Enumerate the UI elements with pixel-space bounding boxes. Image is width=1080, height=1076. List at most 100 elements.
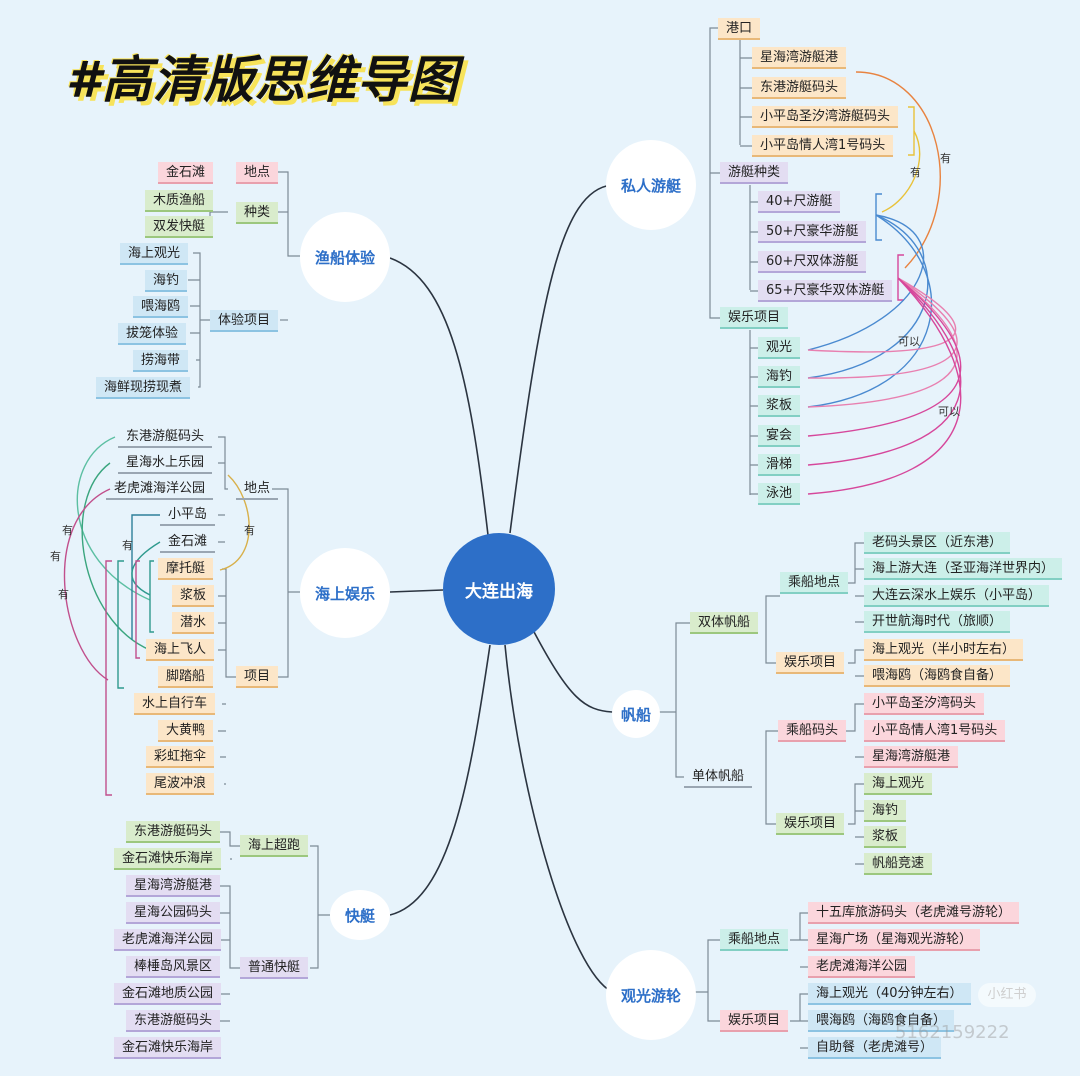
tour-fun: 喂海鸥（海鸥食自备） [808, 1010, 955, 1032]
speed-run: 东港游艇码头 [126, 821, 221, 843]
private-fun: 浆板 [758, 395, 801, 417]
ent-location: 老虎滩海洋公园 [106, 478, 214, 500]
branch-tour-cruise: 观光游轮 [606, 950, 696, 1040]
ent-location: 金石滩 [160, 531, 216, 553]
sail-cat-board: 开世航海时代（旅顺） [864, 611, 1011, 633]
sail-mono-fun: 海上观光 [864, 773, 933, 795]
sail-cat-board: 大连云深水上娱乐（小平岛） [864, 585, 1050, 607]
ent-item: 脚踏船 [158, 666, 214, 688]
relation-label: 有 [58, 588, 69, 601]
tour-board-label: 乘船地点 [720, 929, 789, 951]
private-fun: 海钓 [758, 366, 801, 388]
relation-label: 有 [244, 524, 255, 537]
private-fun: 滑梯 [758, 454, 801, 476]
relation-label: 有 [940, 152, 951, 165]
speed-normal-label: 普通快艇 [240, 957, 309, 979]
branch-entertainment: 海上娱乐 [300, 548, 390, 638]
tour-board: 星海广场（星海观光游轮） [808, 929, 981, 951]
ent-item: 摩托艇 [158, 558, 214, 580]
speed-normal: 星海湾游艇港 [126, 875, 221, 897]
speed-normal: 金石滩地质公园 [114, 983, 222, 1005]
private-fun: 泳池 [758, 483, 801, 505]
speed-run-label: 海上超跑 [240, 835, 309, 857]
fishing-location-label: 地点 [236, 162, 279, 184]
private-port-label: 港口 [718, 18, 761, 40]
fishing-activity-label: 体验项目 [210, 310, 279, 332]
fishing-activity: 海上观光 [120, 243, 189, 265]
fishing-activity: 海鲜现捞现煮 [96, 377, 191, 399]
ent-item: 大黄鸭 [158, 720, 214, 742]
private-port: 星海湾游艇港 [752, 47, 847, 69]
fishing-activity: 海钓 [145, 270, 188, 292]
speed-normal: 老虎滩海洋公园 [114, 929, 222, 951]
ent-location: 星海水上乐园 [118, 452, 213, 474]
speed-normal: 东港游艇码头 [126, 1010, 221, 1032]
sail-cat-fun: 喂海鸥（海鸥食自备） [864, 665, 1011, 687]
ent-item: 尾波冲浪 [146, 773, 215, 795]
tour-board: 十五库旅游码头（老虎滩号游轮） [808, 902, 1020, 924]
tour-fun: 自助餐（老虎滩号） [808, 1037, 942, 1059]
sail-cat-board: 海上游大连（圣亚海洋世界内） [864, 558, 1063, 580]
relation-label: 有 [50, 550, 61, 563]
sail-mono-fun: 帆船竞速 [864, 853, 933, 875]
ent-item: 水上自行车 [134, 693, 216, 715]
speed-normal: 棒棰岛风景区 [126, 956, 221, 978]
sail-mono-board-label: 乘船码头 [778, 720, 847, 742]
ent-location: 东港游艇码头 [118, 426, 213, 448]
fishing-type: 双发快艇 [145, 216, 214, 238]
ent-location-label: 地点 [236, 478, 279, 500]
fishing-activity: 喂海鸥 [133, 296, 189, 318]
speed-run: 金石滩快乐海岸 [114, 848, 222, 870]
private-fun: 观光 [758, 337, 801, 359]
watermark-id: 5162159222 [895, 1022, 1010, 1043]
branch-fishing: 渔船体验 [300, 212, 390, 302]
private-fun-label: 娱乐项目 [720, 307, 789, 329]
watermark-badge: 小红书 [978, 983, 1036, 1007]
private-type-label: 游艇种类 [720, 162, 789, 184]
fishing-activity: 捞海带 [133, 350, 189, 372]
sail-mono-board: 星海湾游艇港 [864, 746, 959, 768]
sail-mono-fun-label: 娱乐项目 [776, 813, 845, 835]
branch-speedboat: 快艇 [330, 890, 390, 940]
speed-normal: 星海公园码头 [126, 902, 221, 924]
speed-normal: 金石滩快乐海岸 [114, 1037, 222, 1059]
fishing-type-label: 种类 [236, 202, 279, 224]
private-yacht-type: 40+尺游艇 [758, 191, 841, 213]
relation-label: 可以 [898, 335, 920, 348]
relation-label: 有 [62, 524, 73, 537]
center-topic: 大连出海 [443, 533, 555, 645]
ent-item: 海上飞人 [146, 639, 215, 661]
relation-label: 有 [122, 539, 133, 552]
sail-cat-fun-label: 娱乐项目 [776, 652, 845, 674]
private-port: 东港游艇码头 [752, 77, 847, 99]
ent-item: 潜水 [172, 612, 215, 634]
ent-location: 小平岛 [160, 504, 216, 526]
tour-fun-label: 娱乐项目 [720, 1010, 789, 1032]
sail-cat-fun: 海上观光（半小时左右） [864, 639, 1024, 661]
fishing-type: 木质渔船 [145, 190, 214, 212]
sail-cat-board: 老码头景区（近东港） [864, 532, 1011, 554]
sail-mono-board: 小平岛情人湾1号码头 [864, 720, 1006, 742]
private-yacht-type: 65+尺豪华双体游艇 [758, 280, 893, 302]
private-port: 小平岛情人湾1号码头 [752, 135, 894, 157]
sail-mono-board: 小平岛圣汐湾码头 [864, 693, 985, 715]
private-fun: 宴会 [758, 425, 801, 447]
ent-item-label: 项目 [236, 666, 279, 688]
sail-catamaran: 双体帆船 [690, 612, 759, 634]
ent-item: 浆板 [172, 585, 215, 607]
sail-mono-fun: 浆板 [864, 826, 907, 848]
sail-monohull: 单体帆船 [684, 766, 753, 788]
sail-mono-fun: 海钓 [864, 800, 907, 822]
tour-fun: 海上观光（40分钟左右） [808, 983, 971, 1005]
relation-label: 可以 [938, 405, 960, 418]
branch-private-yacht: 私人游艇 [606, 140, 696, 230]
sail-cat-board-label: 乘船地点 [780, 572, 849, 594]
branch-sail: 帆船 [612, 690, 660, 738]
ent-item: 彩虹拖伞 [146, 746, 215, 768]
tour-board: 老虎滩海洋公园 [808, 956, 916, 978]
fishing-location: 金石滩 [158, 162, 214, 184]
private-port: 小平岛圣汐湾游艇码头 [752, 106, 899, 128]
private-yacht-type: 60+尺双体游艇 [758, 251, 867, 273]
